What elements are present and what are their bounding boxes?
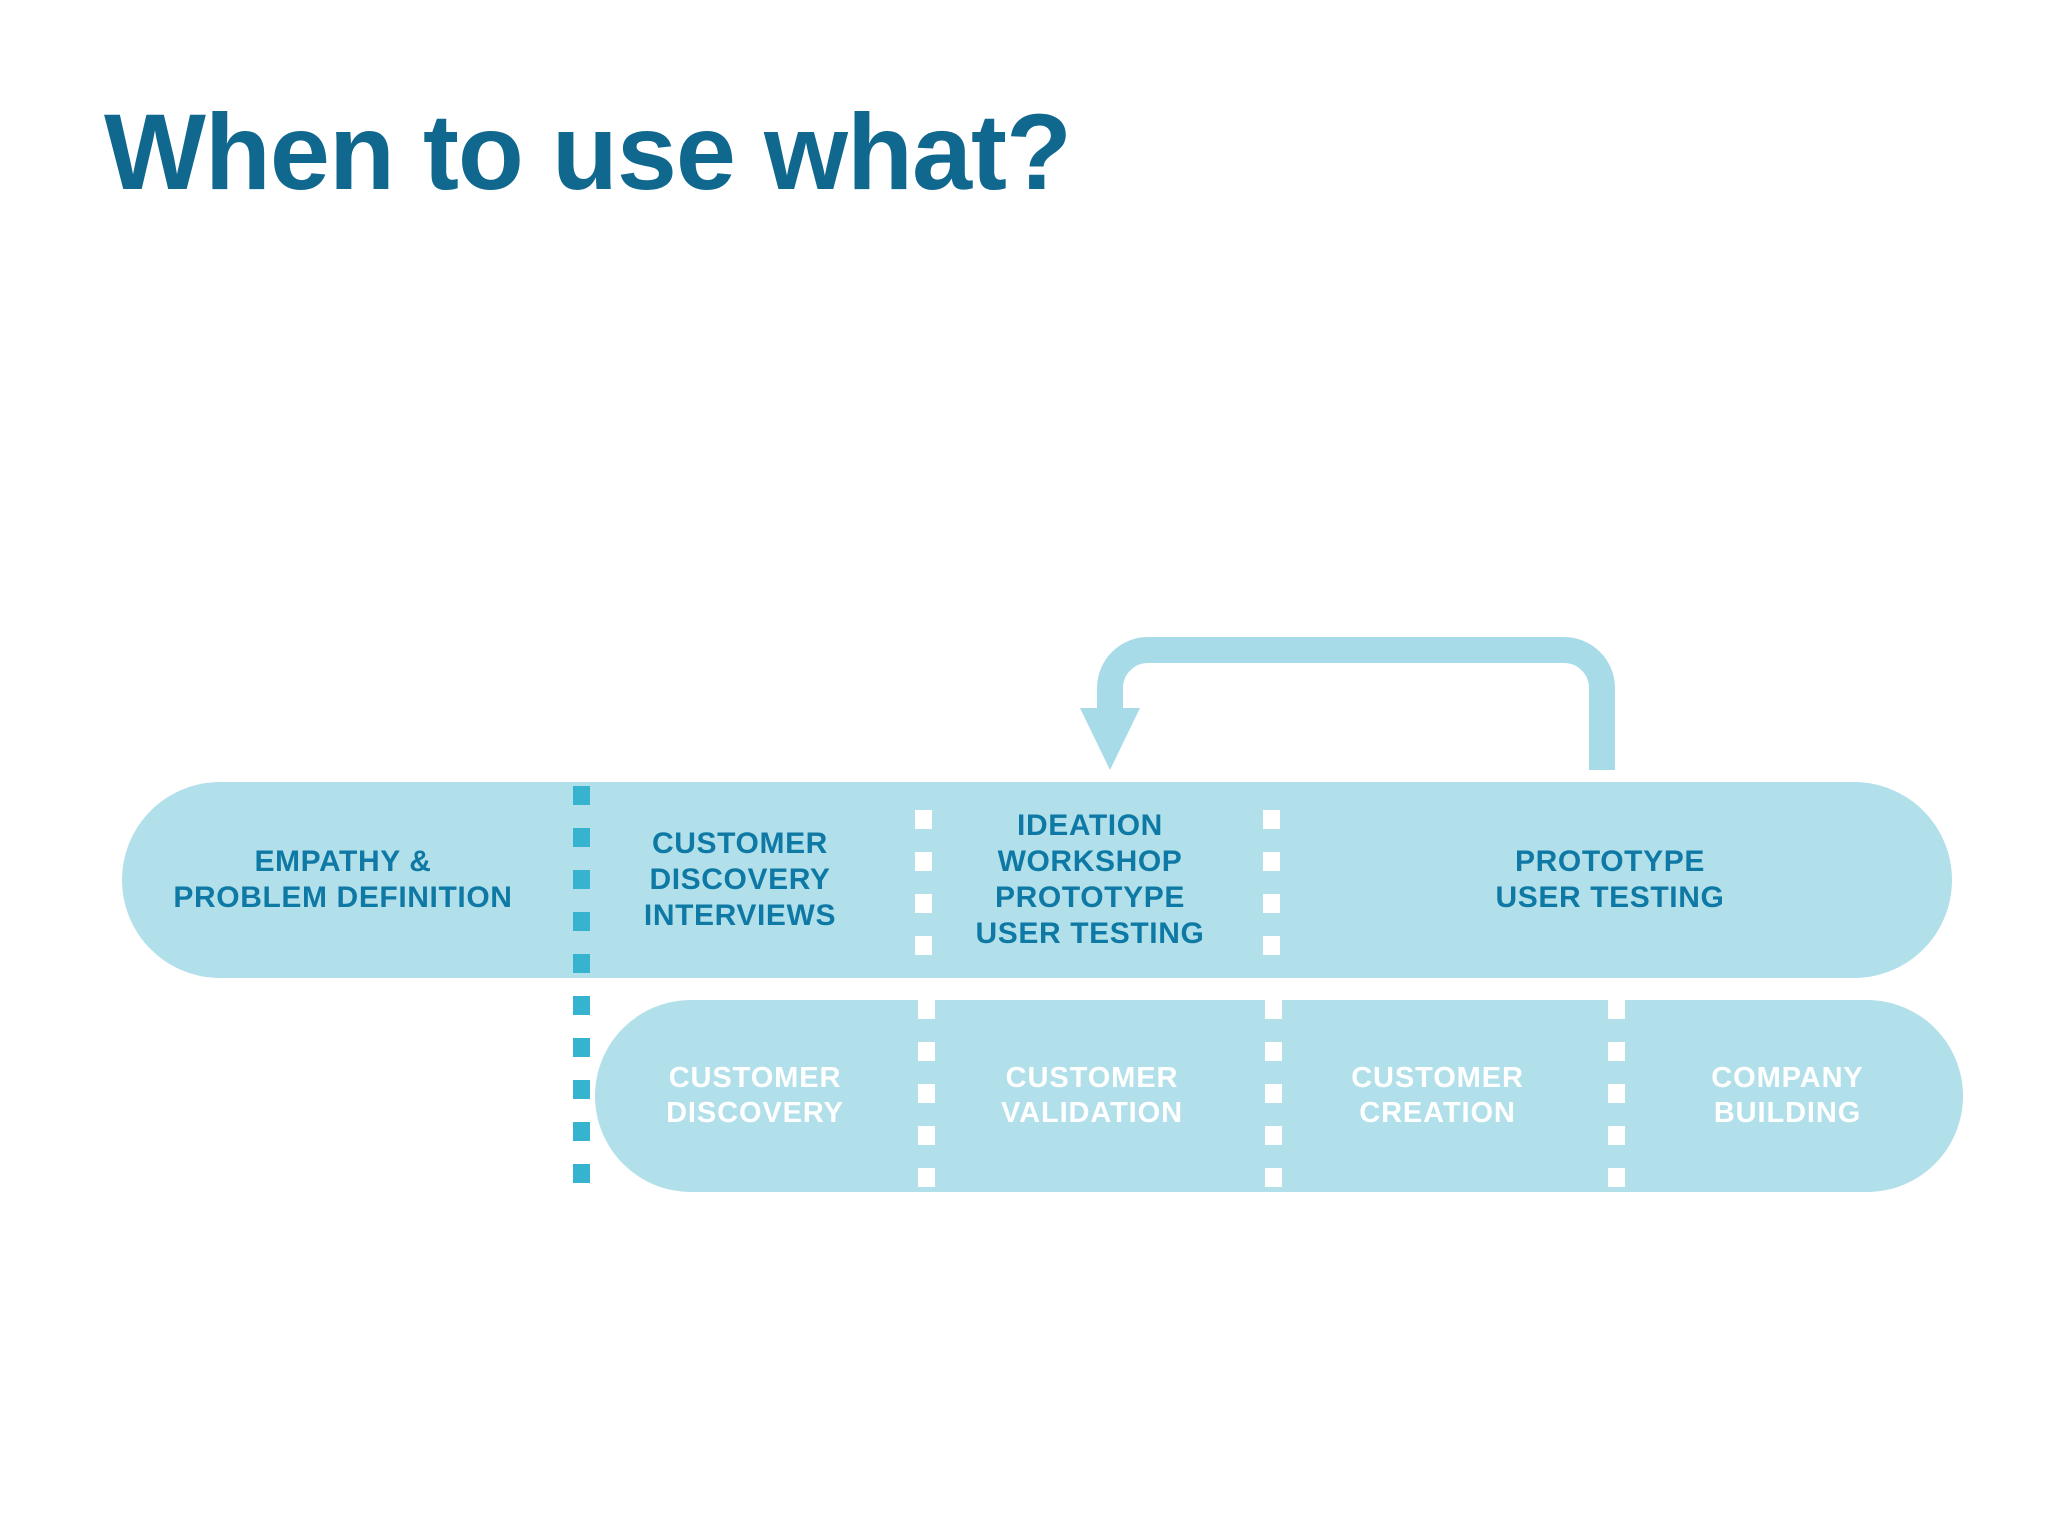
segment-label-line: DISCOVERY — [666, 1097, 844, 1129]
segment-label-line: USER TESTING — [1495, 881, 1725, 914]
segment-prototype-user-testing[interactable]: PROTOTYPE USER TESTING — [1268, 782, 1952, 978]
segment-label-line: USER TESTING — [975, 917, 1205, 950]
segment-label-line: CREATION — [1359, 1097, 1516, 1129]
divider-white-bottom-1 — [918, 1000, 935, 1190]
segment-customer-creation[interactable]: CUSTOMER CREATION — [1270, 1000, 1605, 1192]
segment-label-line: CUSTOMER — [1351, 1062, 1524, 1095]
iterate-loop-arrow-icon — [1080, 637, 1615, 770]
segment-ideation-workshop-prototype-user-testing[interactable]: IDEATION WORKSHOP PROTOTYPE USER TESTING — [920, 782, 1260, 978]
segment-empathy-problem-definition[interactable]: EMPATHY & PROBLEM DEFINITION — [122, 782, 564, 978]
segment-customer-discovery-interviews[interactable]: CUSTOMER DISCOVERY INTERVIEWS — [570, 782, 910, 978]
segment-label-line: IDEATION — [1017, 809, 1163, 842]
divider-white-bottom-3 — [1608, 1000, 1625, 1190]
segment-customer-validation[interactable]: CUSTOMER VALIDATION — [922, 1000, 1262, 1192]
segment-label-line: WORKSHOP — [997, 845, 1183, 878]
segment-customer-discovery[interactable]: CUSTOMER DISCOVERY — [595, 1000, 915, 1192]
segment-label-line: CUSTOMER — [668, 1062, 842, 1095]
segment-label-line: CUSTOMER — [652, 827, 828, 860]
segment-label-line: INTERVIEWS — [643, 899, 837, 932]
design-thinking-track-bar — [122, 782, 1952, 978]
segment-label-line: CUSTOMER — [1005, 1062, 1179, 1095]
segment-label-line: VALIDATION — [1001, 1097, 1183, 1129]
segment-company-building[interactable]: COMPANY BUILDING — [1612, 1000, 1963, 1192]
segment-label-line: COMPANY — [1711, 1062, 1864, 1095]
divider-teal-main-phase — [573, 786, 590, 1206]
segment-label-line: PROTOTYPE — [1515, 845, 1705, 878]
divider-white-bottom-2 — [1265, 1000, 1282, 1190]
page-title: When to use what? — [104, 91, 1072, 212]
segment-label-line: BUILDING — [1713, 1097, 1862, 1129]
segment-label-line: PROTOTYPE — [995, 881, 1185, 914]
segment-label-line: PROBLEM DEFINITION — [173, 881, 513, 914]
segment-label-line: EMPATHY & — [254, 845, 432, 878]
segment-label-line: DISCOVERY — [649, 863, 831, 896]
divider-white-top-1 — [915, 810, 932, 958]
divider-white-top-2 — [1263, 810, 1280, 958]
